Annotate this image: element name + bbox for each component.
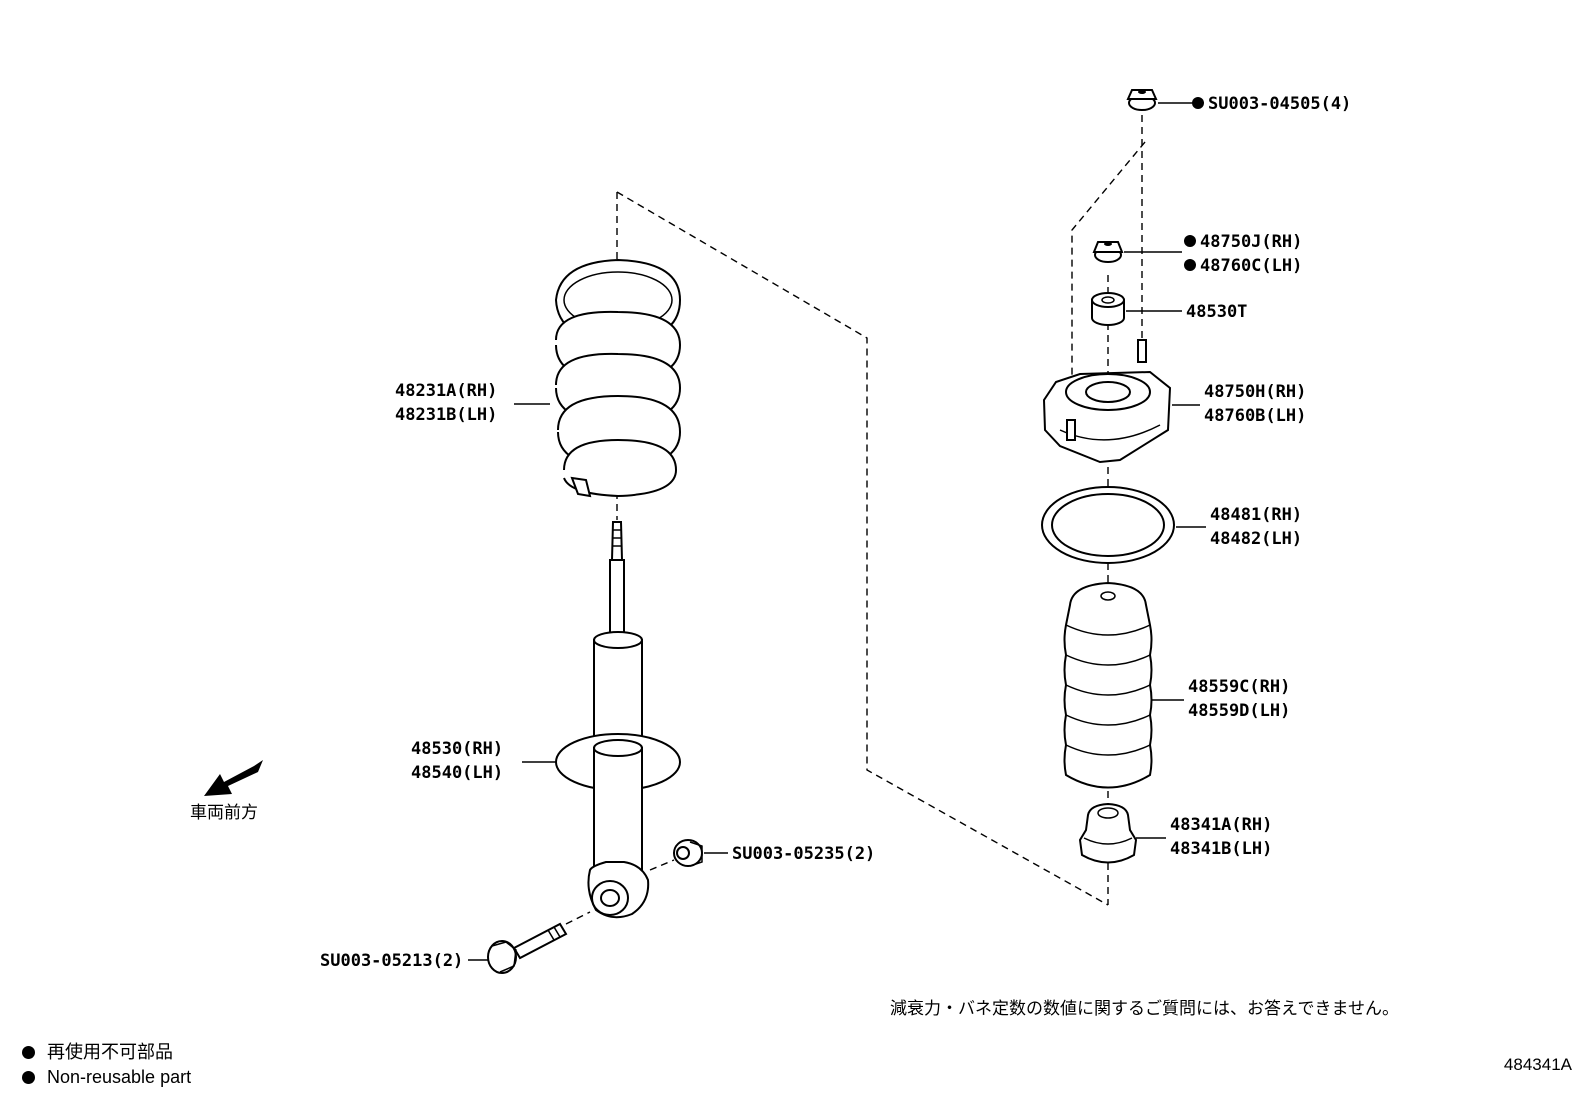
legend-text-jp: 再使用不可部品 [47,1042,173,1062]
upper-mount [1042,339,1172,464]
non-reusable-marker [1184,259,1196,271]
upper-nut [1092,241,1124,263]
diagram-id: 484341A [1503,1055,1572,1074]
label-lower-bolt: SU003-05213(2) [320,951,463,971]
front-direction-arrow-icon [204,760,263,796]
dust-boot [1063,581,1153,789]
legend-row-jp: 再使用不可部品 [22,1040,191,1065]
non-reusable-dot-icon [22,1046,35,1059]
bushing [1091,292,1125,326]
front-direction-label: 車両前方 [190,803,258,823]
disclaimer-notice: 減衰力・バネ定数の数値に関するご質問には、お答えできません。 [890,999,1399,1019]
label-lower-nut: SU003-05235(2) [732,844,875,864]
bump-stopper [1078,802,1138,864]
label-spring-lh: 48231B(LH) [395,405,497,425]
top-flange-nut [1126,89,1158,111]
lower-bolt [487,922,568,974]
label-strut-lh: 48540(LH) [411,763,503,783]
label-bumper-rh: 48341A(RH) [1170,815,1272,835]
label-nut-top: SU003-04505(4) [1208,94,1351,114]
label-strut-rh: 48530(RH) [411,739,503,759]
coil-spring [554,258,682,498]
label-bushing: 48530T [1186,302,1247,322]
label-mount-rh: 48750H(RH) [1204,382,1306,402]
non-reusable-marker [1192,97,1204,109]
non-reusable-dot-icon [22,1071,35,1084]
non-reusable-marker [1184,235,1196,247]
label-nut-rh: 48750J(RH) [1200,232,1302,252]
label-boot-lh: 48559D(LH) [1188,701,1290,721]
legend-text-en: Non-reusable part [47,1067,192,1087]
label-nut-lh: 48760C(LH) [1200,256,1302,276]
legend: 再使用不可部品 Non-reusable part [22,1040,191,1090]
upper-spring-seat-bearing [1041,486,1175,564]
label-bearing-lh: 48482(LH) [1210,529,1302,549]
label-spring-rh: 48231A(RH) [395,381,497,401]
shock-absorber [555,521,681,919]
lower-flange-nut [673,839,703,867]
label-boot-rh: 48559C(RH) [1188,677,1290,697]
label-bumper-lh: 48341B(LH) [1170,839,1272,859]
label-mount-lh: 48760B(LH) [1204,406,1306,426]
label-bearing-rh: 48481(RH) [1210,505,1302,525]
legend-row-en: Non-reusable part [22,1065,191,1090]
